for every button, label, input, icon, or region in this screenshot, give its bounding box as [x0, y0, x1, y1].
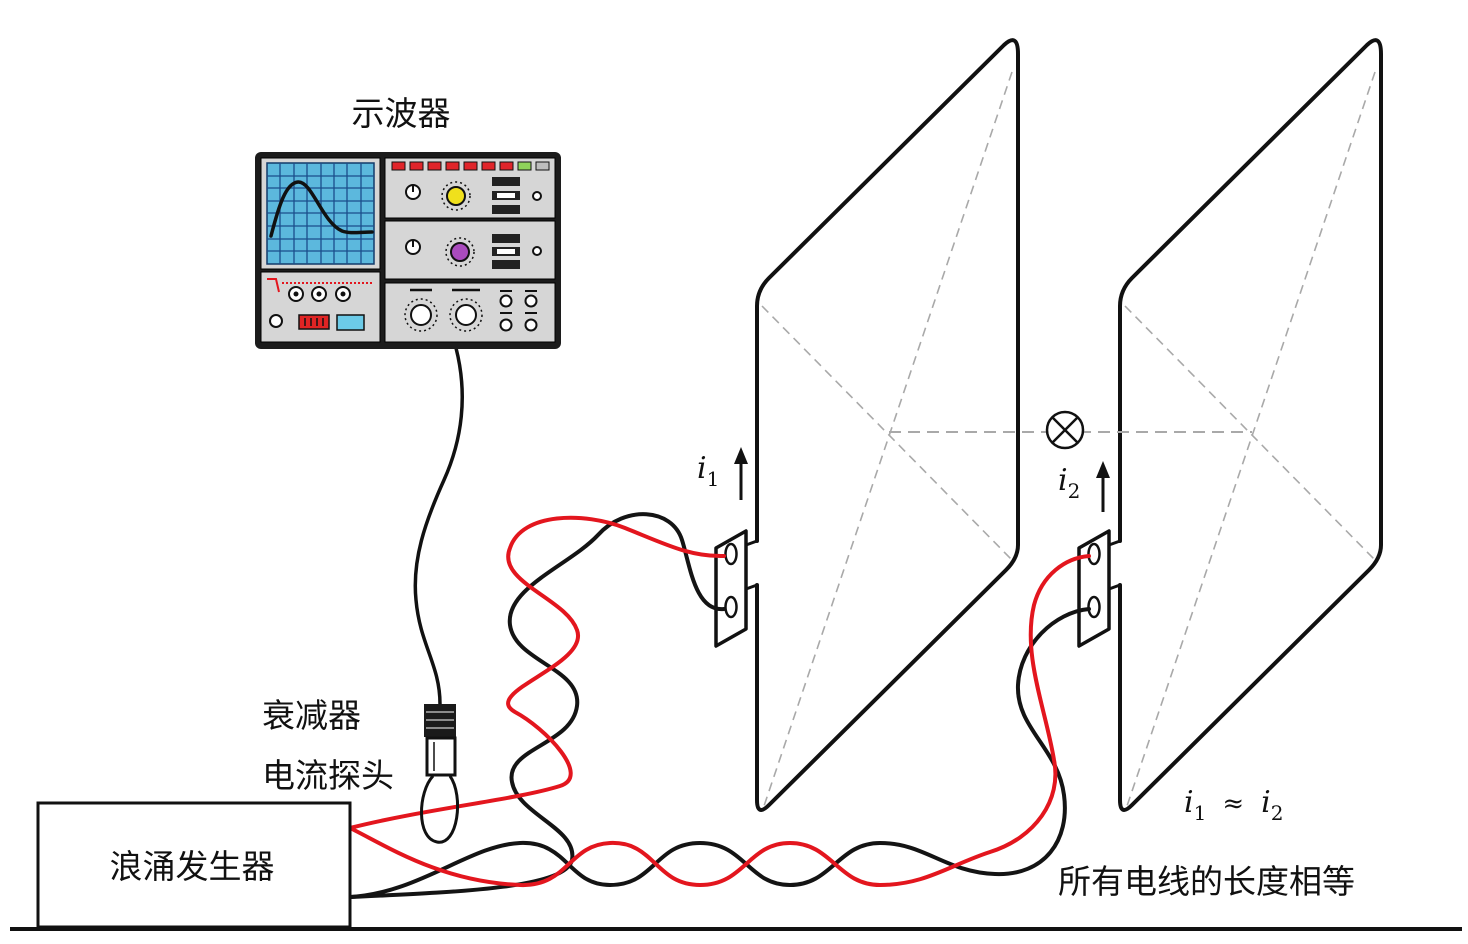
small-knob — [532, 246, 542, 256]
large-knob-ring — [404, 298, 438, 332]
plate-1-terminal-tabs — [744, 539, 759, 591]
plate-1-terminal-block — [714, 529, 748, 648]
attenuator-ribs — [426, 711, 454, 729]
indicator-light — [427, 161, 442, 171]
current-arrow-1-head — [734, 447, 748, 464]
plate-1-red-wire — [348, 515, 726, 830]
knob-center — [316, 291, 322, 297]
indicator-light — [409, 161, 424, 171]
plate-1-outline — [755, 38, 1020, 812]
small-knob — [269, 314, 283, 328]
panel-button — [492, 260, 520, 269]
oscilloscope-label: 示波器 — [352, 94, 451, 133]
current-arrow-2 — [1096, 461, 1110, 512]
large-knob-ring — [449, 298, 483, 332]
large-knob — [410, 304, 432, 326]
plate-2-terminal-hole — [1087, 542, 1101, 566]
plate-1-terminal-hole — [724, 542, 738, 566]
current-label-i2: i2 — [1058, 463, 1080, 503]
trigger-mark — [267, 278, 280, 293]
indicator-light — [535, 161, 550, 171]
plate-2-terminal-hole — [1087, 595, 1101, 619]
knob-center — [340, 291, 346, 297]
small-knob — [524, 318, 538, 332]
red-display — [298, 314, 330, 330]
plate-1-diagonal — [763, 71, 1013, 807]
plate-2-diagonal — [1126, 71, 1376, 807]
small-knob-labels — [500, 290, 537, 314]
purple-knob — [450, 242, 470, 262]
panel-button — [492, 177, 520, 186]
panel-button-face — [497, 193, 515, 198]
waveform-trace — [269, 180, 374, 238]
relation-right-symbol: i — [1261, 785, 1271, 820]
panel-button — [492, 205, 520, 214]
indicator-light — [391, 161, 406, 171]
small-knob — [499, 294, 513, 308]
plate-1-terminal-hole — [724, 595, 738, 619]
lamp-cross — [1051, 416, 1079, 444]
current-subscript: 2 — [1068, 479, 1081, 503]
plate-1 — [714, 38, 1020, 812]
plate-2 — [1077, 38, 1383, 812]
panel-button-face — [497, 249, 515, 254]
small-knob — [532, 191, 542, 201]
oscilloscope-cable — [413, 346, 464, 706]
current-probe — [420, 704, 460, 844]
small-knob — [524, 294, 538, 308]
indicator-lamp-icon — [1045, 410, 1085, 450]
current-relation: i1≈i2 — [1184, 785, 1283, 825]
relation-operator: ≈ — [1222, 789, 1244, 819]
plate-2-red-wire — [348, 554, 1091, 888]
equal-wire-length-note: 所有电线的长度相等 — [1058, 862, 1355, 901]
indicator-light — [499, 161, 514, 171]
surge-generator-label: 浪涌发生器 — [110, 847, 275, 886]
small-knob — [499, 318, 513, 332]
yellow-knob — [446, 186, 466, 206]
oscilloscope — [255, 152, 561, 349]
yellow-knob-ring — [441, 181, 471, 211]
screen-grid — [267, 163, 374, 264]
blue-button — [336, 314, 365, 331]
plate-2-black-wire — [348, 607, 1091, 899]
relation-right-subscript: 2 — [1271, 801, 1284, 825]
plate-2-outline — [1118, 38, 1383, 812]
current-symbol: i — [1058, 463, 1068, 498]
indicator-light — [445, 161, 460, 171]
plate-2-terminal-block — [1077, 529, 1111, 648]
attenuator-label: 衰减器 — [262, 696, 361, 735]
panel-button — [492, 234, 520, 243]
relation-left-symbol: i — [1184, 785, 1194, 820]
indicator-light — [481, 161, 496, 171]
red-display-segments — [304, 318, 324, 326]
current-symbol: i — [697, 451, 707, 486]
current-probe-label: 电流探头 — [262, 756, 394, 795]
indicator-light — [517, 161, 532, 171]
probe-clamp-loop — [420, 774, 460, 844]
large-knob — [455, 304, 477, 326]
purple-knob-ring — [445, 237, 475, 267]
plate-2-terminal-tabs — [1107, 539, 1122, 591]
current-label-i1: i1 — [697, 451, 719, 491]
indicator-light — [463, 161, 478, 171]
knob-center — [293, 291, 299, 297]
probe-body — [425, 736, 457, 777]
current-arrow-1 — [734, 447, 748, 500]
current-subscript: 1 — [707, 467, 720, 491]
relation-left-subscript: 1 — [1194, 801, 1207, 825]
surge-generator-box — [36, 801, 352, 929]
current-arrow-2-head — [1096, 461, 1110, 478]
